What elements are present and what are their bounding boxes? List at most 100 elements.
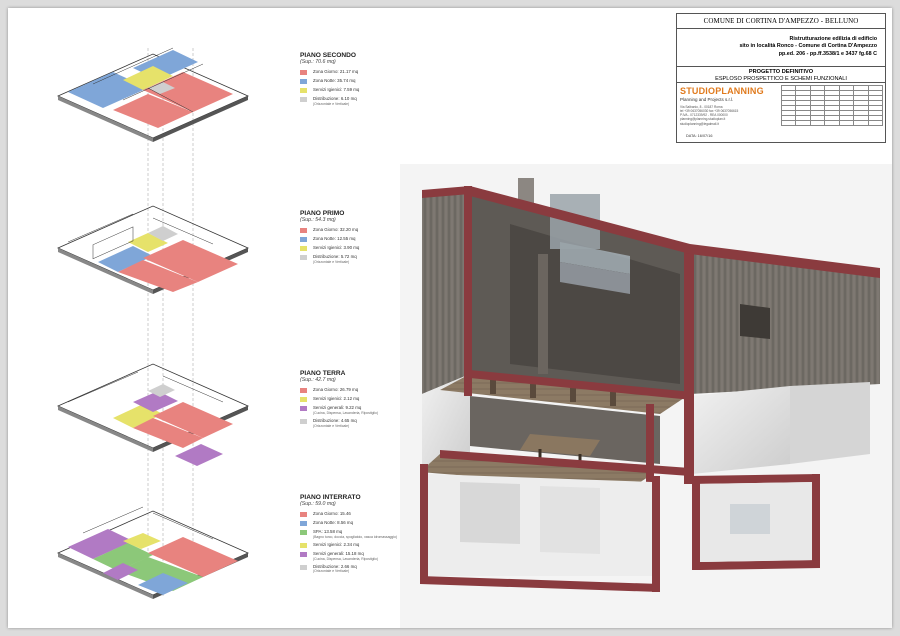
floor-title: PIANO PRIMO <box>300 210 345 217</box>
swatch <box>300 246 307 252</box>
swatch <box>300 88 307 94</box>
address-line: studioplanning@legalmail.it <box>680 121 719 126</box>
swatch <box>300 228 307 234</box>
drawing-title: PROGETTO DEFINITIVO ESPLOSO PROSPETTICO … <box>677 67 885 83</box>
exploded-floor-plans <box>57 47 249 600</box>
studio-address: Via Salbanio, 8 - 00187 Roma tel +39 063… <box>680 105 778 126</box>
legend-piano-secondo: PIANO SECONDO (Sup.: 70.6 mq) Zona Giorn… <box>300 52 400 106</box>
swatch <box>300 406 307 412</box>
legend-label: Zona Giorno: 26.79 mq <box>313 387 359 393</box>
legend-label: Zona Giorno: 32.20 mq <box>313 227 359 233</box>
swatch <box>300 530 307 536</box>
swatch <box>300 97 307 103</box>
legend-row: Servizi generali: 15.18 mq(Cucina, Dispe… <box>300 551 400 561</box>
project-description: Ristrutturazione edilizia di edificio si… <box>677 29 885 67</box>
legend-label: Distribuzione: 5.72 mq <box>313 254 357 260</box>
swatch <box>300 397 307 403</box>
legend-row: Servizi Igienici: 3.90 mq <box>300 245 400 252</box>
legend-label: Servizi generali: 9.22 mq <box>313 405 362 411</box>
plan-piano-primo <box>57 205 249 295</box>
swatch <box>300 552 307 557</box>
plan-piano-interrato <box>57 506 249 600</box>
plan-piano-terra <box>57 363 249 466</box>
swatch <box>300 70 307 76</box>
legend-row: Zona Notte: 35.74 mq <box>300 78 400 85</box>
floor-title: PIANO SECONDO <box>300 52 357 59</box>
revision-table <box>780 85 884 126</box>
legend-sublabel: (Bagno turco, doccia, spogliatoio, vasca… <box>313 534 398 539</box>
swatch <box>300 388 307 394</box>
floor-surface: (Sup.: 42.7 mq) <box>300 377 336 384</box>
legend-row: Servizi Igienici: 2.34 mq <box>300 542 400 548</box>
legend-row: Zona Notte: 12.55 mq <box>300 236 400 243</box>
legend-row: Servizi Igienici: 7.59 mq <box>300 87 400 94</box>
swatch <box>300 564 307 570</box>
legend-label: Servizi Igienici: 3.90 mq <box>313 245 360 251</box>
studio-info: STUDIOPLANNING Planning and Projects s.r… <box>680 86 778 126</box>
legend-label: Zona Notte: 35.74 mq <box>313 78 356 84</box>
floor-surface: (Sup.: 54.3 mq) <box>300 217 336 224</box>
legend-sublabel: (Cucina, Dispensa, Lavanderia, Ripostigl… <box>313 410 379 415</box>
legend-label: Distribuzione: 4.65 mq <box>313 418 357 423</box>
legend-row: Distribuzione: 2.66 mq(Orizzontale e Ver… <box>300 564 400 574</box>
legend-label: Zona Giorno: 15.46 <box>313 511 351 517</box>
legend-piano-terra: PIANO TERRA (Sup.: 42.7 mq) Zona Giorno:… <box>300 370 400 428</box>
legend-piano-primo: PIANO PRIMO (Sup.: 54.3 mq) Zona Giorno:… <box>300 210 400 264</box>
legend-row: Zona Giorno: 26.79 mq <box>300 387 400 394</box>
swatch <box>300 521 307 527</box>
legend-label: Distribuzione: 2.66 mq <box>313 563 357 569</box>
plan-piano-secondo <box>57 47 249 143</box>
legend-row: Zona Giorno: 21.17 mq <box>300 69 400 76</box>
address-line: planning@planning.studioplan.it <box>680 117 726 122</box>
legend-label: SPA: 13.58 mq <box>313 529 343 535</box>
legend-piano-interrato: PIANO INTERRATO (Sup.: 59.0 mq) Zona Gio… <box>300 494 400 574</box>
legend-sublabel: (Orizzontale e Verticale) <box>313 569 350 574</box>
address-line: tel +39 0637056030 fax +39 0637056615 <box>680 109 739 114</box>
legend-row: Zona Giorno: 32.20 mq <box>300 227 400 234</box>
legend-label: Servizi Igienici: 2.34 mq <box>313 542 360 547</box>
legend-sublabel: (Orizzontale e Verticale) <box>313 101 350 106</box>
legend-sublabel: (Orizzontale e Verticale) <box>313 259 350 264</box>
legend-row: Distribuzione: 5.72 mq(Orizzontale e Ver… <box>300 254 400 264</box>
drawing-sheet: PIANO SECONDO (Sup.: 70.6 mq) Zona Giorn… <box>8 8 892 628</box>
legend-row: Distribuzione: 4.65 mq(Orizzontale e Ver… <box>300 418 400 428</box>
swatch <box>300 419 307 424</box>
swatch <box>300 255 307 261</box>
legend-label: Servizi Igienici: 7.59 mq <box>313 87 360 93</box>
address-line: P.IVA - 0712339/92 - REA 000000 <box>680 113 728 118</box>
legend-row: Distribuzione: 6.10 mq(Orizzontale e Ver… <box>300 96 400 106</box>
legend-row: Zona Giorno: 15.46 <box>300 511 400 518</box>
legend-label: Servizi Igienici: 2.12 mq <box>313 396 360 402</box>
swatch <box>300 79 307 85</box>
studio-block: STUDIOPLANNING Planning and Projects s.r… <box>677 83 885 139</box>
drawing-subject: ESPLOSO PROSPETTICO E SCHEMI FUNZIONALI <box>715 75 847 82</box>
swatch <box>300 543 307 548</box>
legend-row: Zona Notte: 8.56 mq <box>300 520 400 527</box>
project-phase: PROGETTO DEFINITIVO <box>748 69 814 75</box>
drawing-date: DATA: 16/07/16 <box>686 134 713 138</box>
title-block: COMUNE DI CORTINA D'AMPEZZO - BELLUNO Ri… <box>676 13 886 143</box>
description-line: sito in località Ronco - Comune di Corti… <box>739 43 877 50</box>
legend-label: Zona Notte: 8.56 mq <box>313 520 354 526</box>
studio-subtitle: Planning and Projects s.r.l. <box>680 97 734 102</box>
floor-surface: (Sup.: 59.0 mq) <box>300 501 336 508</box>
floor-title: PIANO INTERRATO <box>300 494 361 501</box>
description-line: Ristrutturazione edilizia di edificio <box>789 36 877 42</box>
legend-row: SPA: 13.58 mq(Bagno turco, doccia, spogl… <box>300 529 400 539</box>
legend-sublabel: (Orizzontale e Verticale) <box>313 423 350 428</box>
address-line: Via Salbanio, 8 - 00187 Roma <box>680 105 723 109</box>
swatch <box>300 512 307 518</box>
legend-label: Zona Giorno: 21.17 mq <box>313 69 359 75</box>
legend-label: Servizi generali: 15.18 mq <box>313 551 364 556</box>
legend-row: Servizi generali: 9.22 mq(Cucina, Dispen… <box>300 405 400 415</box>
studio-logo: STUDIOPLANNING <box>680 86 764 96</box>
floor-surface: (Sup.: 70.6 mq) <box>300 59 336 66</box>
comune-title: COMUNE DI CORTINA D'AMPEZZO - BELLUNO <box>677 14 885 29</box>
legend-label: Distribuzione: 6.10 mq <box>313 96 357 102</box>
axonometric-section-render <box>400 164 892 628</box>
legend-label: Zona Notte: 12.55 mq <box>313 236 356 242</box>
legend-sublabel: (Cucina, Dispensa, Lavanderia, Ripostigl… <box>313 556 379 561</box>
legend-row: Servizi Igienici: 2.12 mq <box>300 396 400 403</box>
swatch <box>300 237 307 243</box>
floor-title: PIANO TERRA <box>300 370 346 377</box>
